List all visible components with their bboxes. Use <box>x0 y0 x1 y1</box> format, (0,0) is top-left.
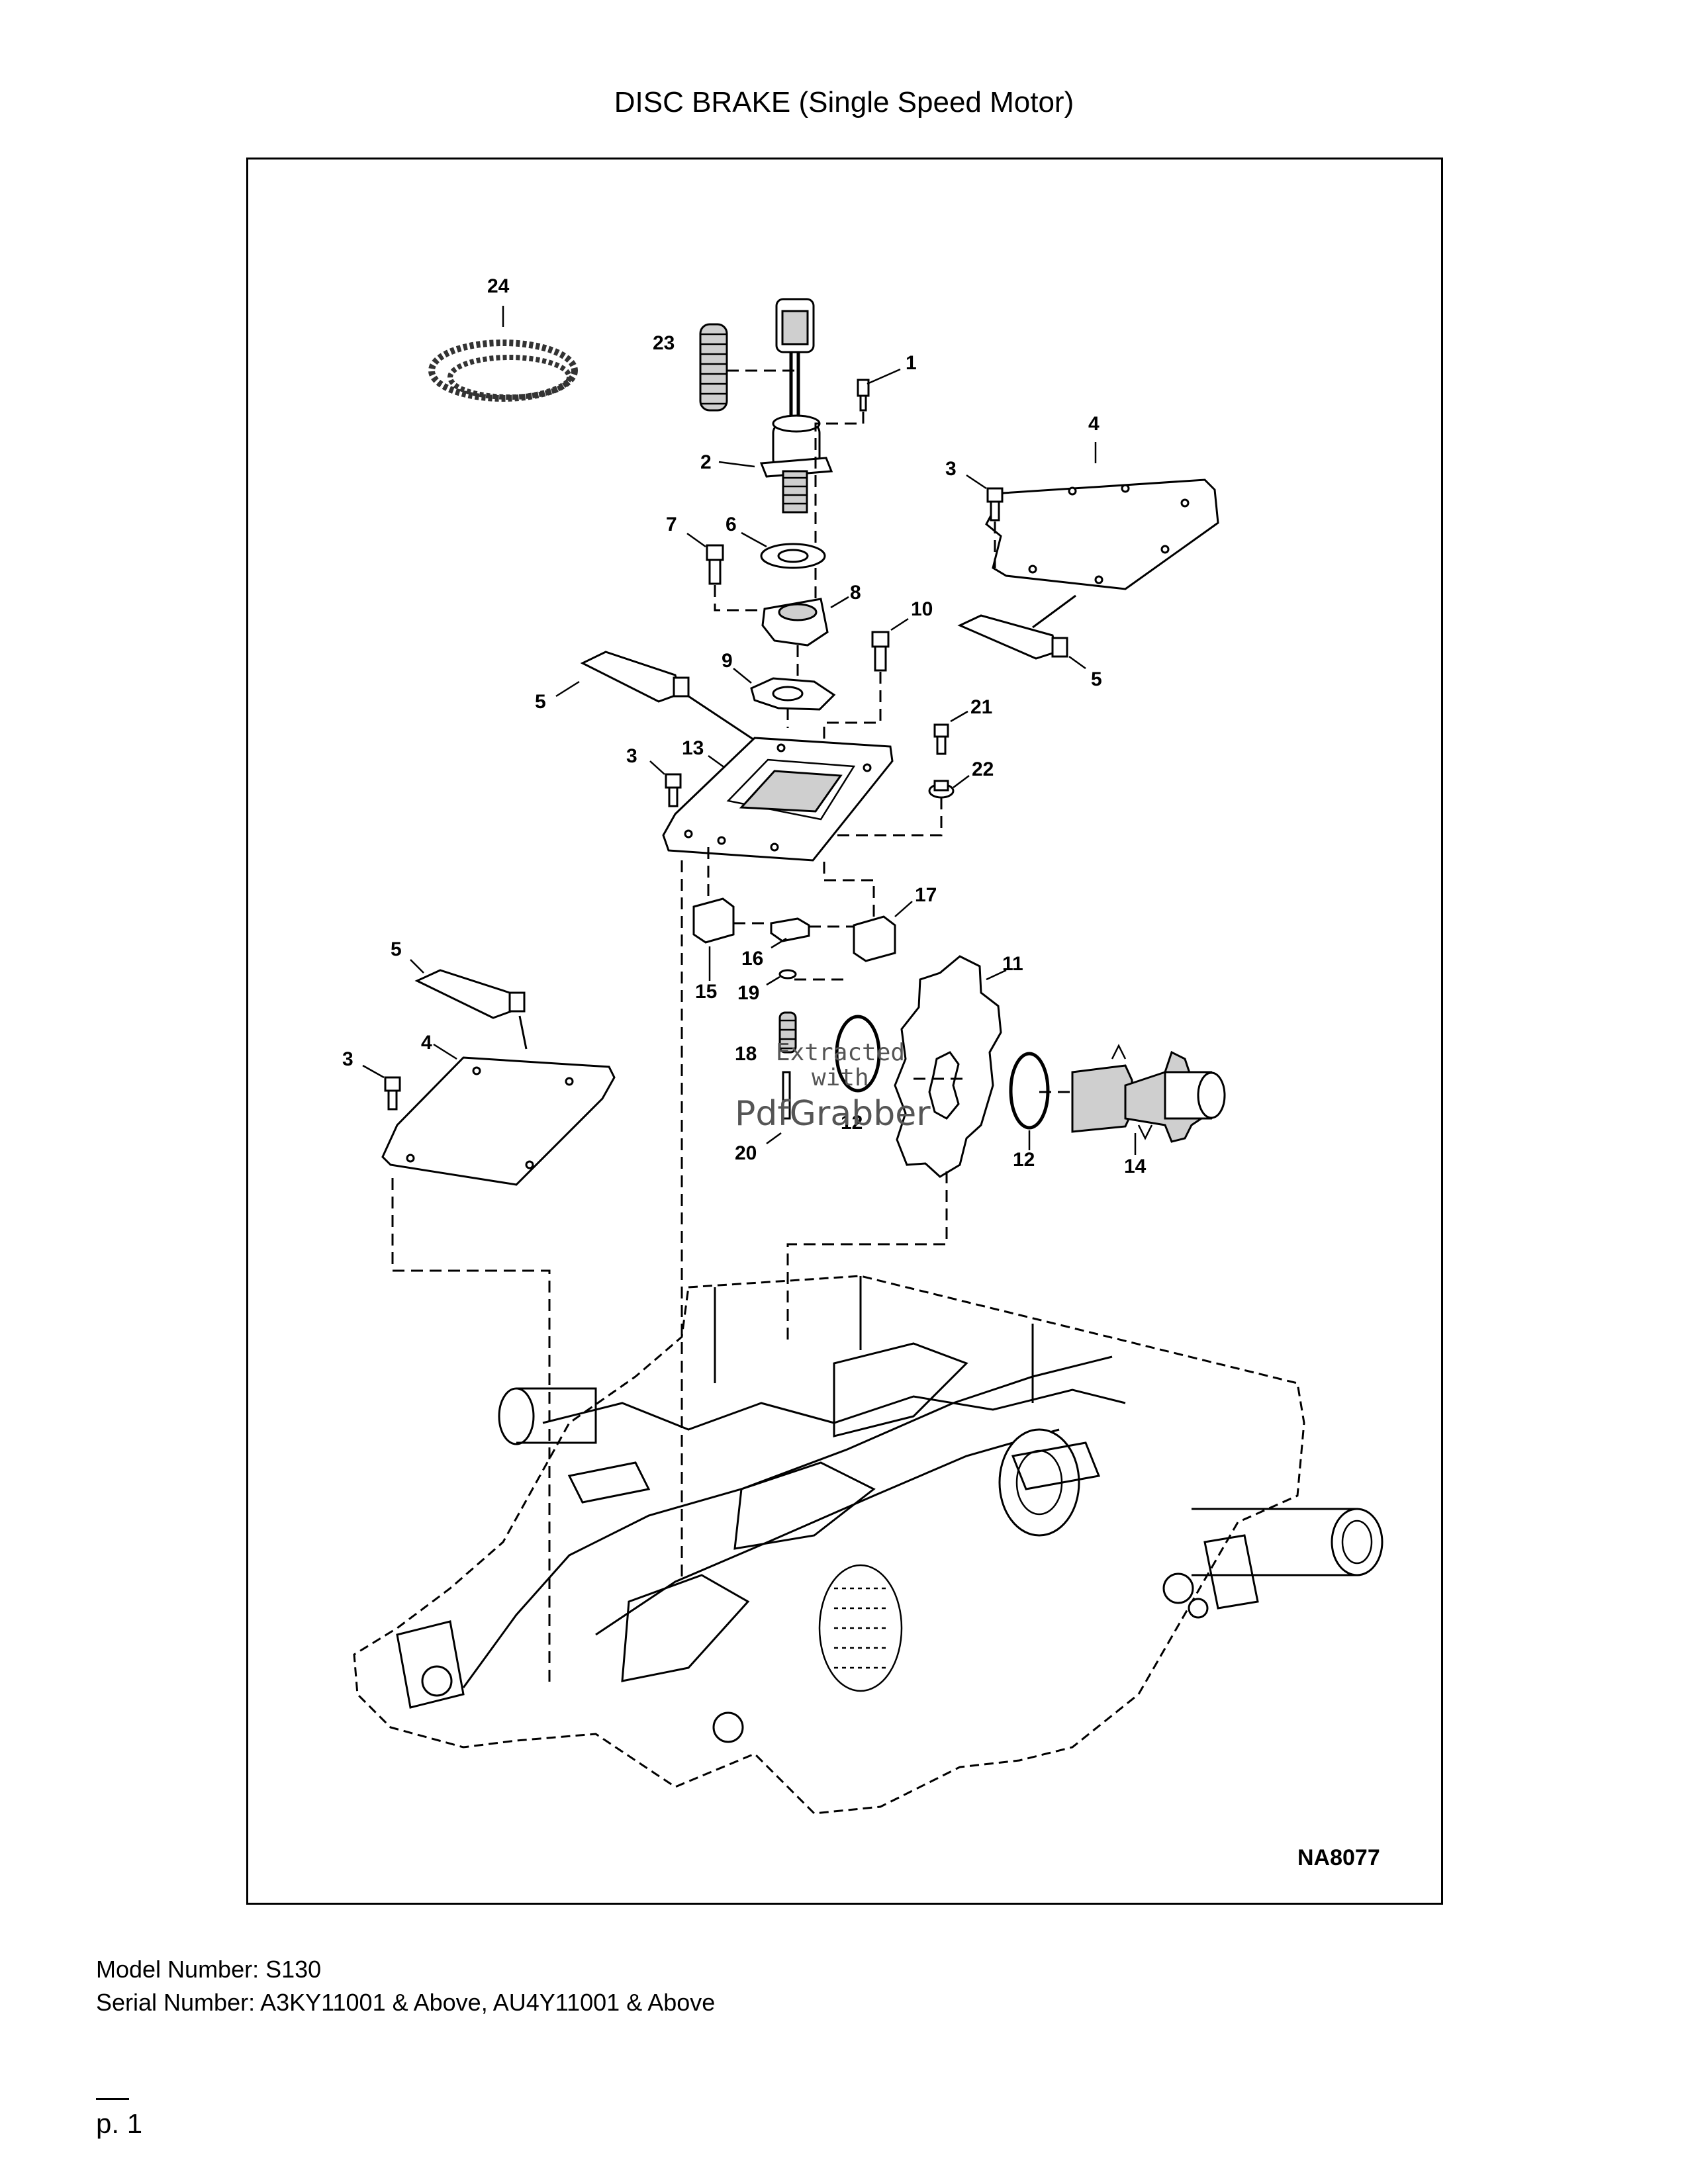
part-5-grease-tube-right <box>957 594 1086 670</box>
part-7-bolt <box>686 532 761 612</box>
part-22-nut <box>831 775 970 837</box>
callout-24: 24 <box>487 275 510 297</box>
part-4-cover-plate-left <box>381 1043 616 1186</box>
callout-11: 11 <box>1002 953 1023 975</box>
part-21-bolt <box>933 710 968 755</box>
callout-23: 23 <box>653 332 675 354</box>
part-14-sprocket-motor <box>1039 1044 1226 1155</box>
callout-labels: 1 2 3 3 3 4 4 5 5 5 6 7 8 9 10 11 12 12 … <box>342 275 1147 1177</box>
part-1-bolt <box>814 368 901 604</box>
callout-16: 16 <box>741 948 763 970</box>
callout-4-right: 4 <box>1088 413 1100 435</box>
part-3-bolt-right <box>966 474 1004 568</box>
callout-14: 14 <box>1124 1156 1147 1177</box>
pdfgrabber-watermark: Extracted with PdfGrabber <box>735 1039 931 1134</box>
serial-number: Serial Number: A3KY11001 & Above, AU4Y11… <box>96 1989 716 2016</box>
part-17-block <box>823 862 913 962</box>
part-16-pin <box>733 917 855 949</box>
callout-1: 1 <box>906 352 917 374</box>
watermark-logo: PdfGrabber <box>735 1094 931 1134</box>
part-18-spring <box>778 1011 797 1054</box>
callout-17: 17 <box>915 884 937 906</box>
callout-6: 6 <box>726 514 737 535</box>
callout-3-left: 3 <box>342 1048 353 1070</box>
callout-15: 15 <box>695 981 717 1003</box>
diagram-frame <box>246 158 1443 1905</box>
part-19-washer <box>766 969 797 986</box>
part-20-pin <box>766 1071 791 1145</box>
callout-10: 10 <box>911 598 933 620</box>
part-13-brake-plate <box>662 737 894 862</box>
part-12-snap-ring-right <box>1009 1052 1050 1150</box>
part-5-grease-tube-left <box>410 959 528 1050</box>
part-5-grease-tube-upper <box>555 651 762 746</box>
watermark-line2: with <box>812 1064 869 1091</box>
diagram-code: NA8077 <box>1297 1845 1380 1870</box>
page-number: p. 1 <box>96 2108 143 2139</box>
callout-20: 20 <box>735 1142 757 1164</box>
part-23-spring <box>699 323 794 412</box>
part-4-cover-plate-right <box>985 442 1219 590</box>
callout-3-center: 3 <box>626 745 637 767</box>
model-number: Model Number: S130 <box>96 1956 322 1983</box>
part-15-block <box>692 847 735 981</box>
callout-5-right: 5 <box>1091 668 1102 690</box>
part-11-brake-disc <box>786 955 1007 1343</box>
callout-22: 22 <box>972 758 994 780</box>
callout-9: 9 <box>722 650 733 672</box>
page-title: DISC BRAKE (Single Speed Motor) <box>614 86 1074 118</box>
part-9-gasket <box>733 668 836 728</box>
callout-12-left: 12 <box>841 1112 863 1134</box>
part-12-snap-ring-left <box>835 1015 881 1093</box>
watermark-line1: Extracted <box>776 1039 905 1066</box>
machine-frame <box>353 1275 1383 1815</box>
callout-18: 18 <box>735 1043 757 1065</box>
part-2-solenoid <box>718 298 833 514</box>
callout-21: 21 <box>970 696 992 718</box>
part-24-harness-coil <box>428 306 578 402</box>
part-3-bolt-center <box>649 760 682 807</box>
callout-2: 2 <box>700 451 712 473</box>
part-8-hub <box>761 596 849 682</box>
page-number-rule <box>96 2098 129 2100</box>
part-6-seal <box>741 531 826 569</box>
callout-19: 19 <box>737 982 759 1004</box>
callout-3-right: 3 <box>945 458 957 480</box>
callout-12-right: 12 <box>1013 1149 1035 1171</box>
callout-5-upper: 5 <box>535 691 546 713</box>
callout-7: 7 <box>666 514 677 535</box>
callout-8: 8 <box>850 582 861 604</box>
callout-5-left: 5 <box>391 938 402 960</box>
callout-13: 13 <box>682 737 704 759</box>
part-3-bolt-left <box>362 1064 551 1684</box>
callout-4-left: 4 <box>421 1032 432 1054</box>
